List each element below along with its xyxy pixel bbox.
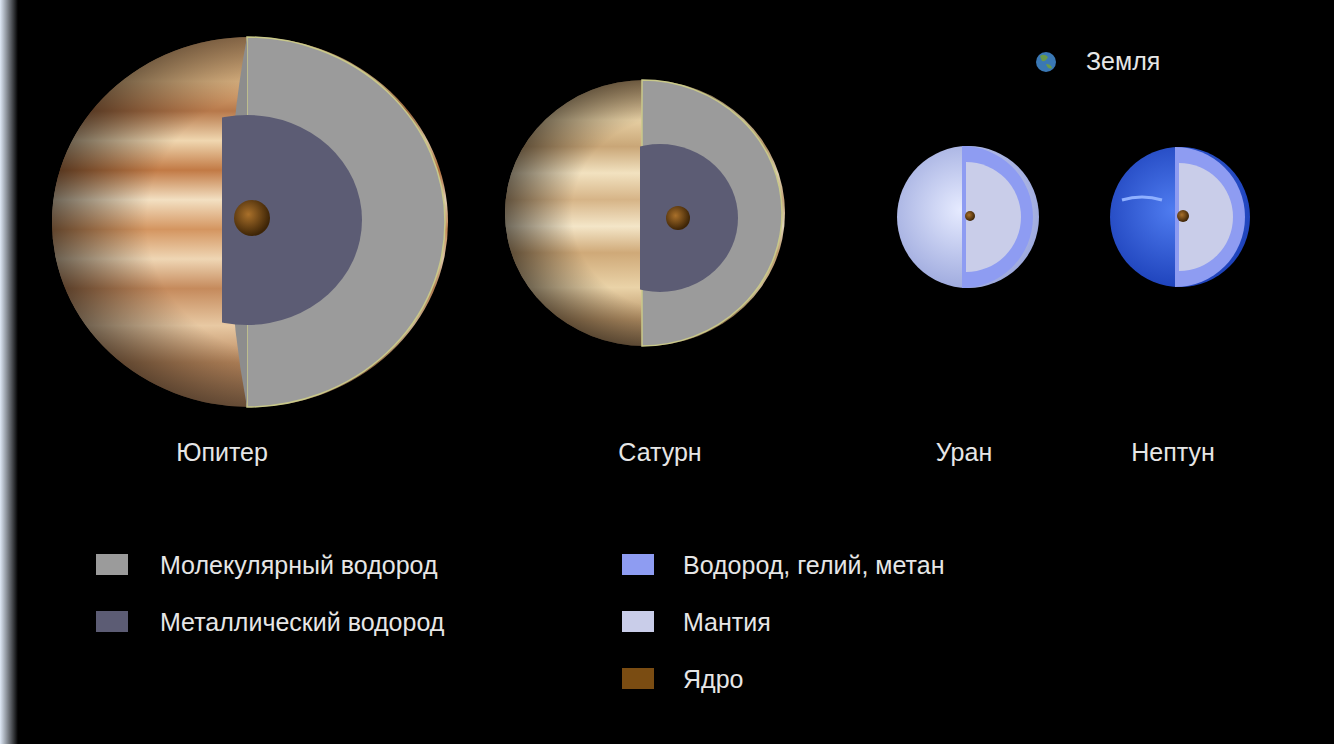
uranus-figure xyxy=(897,146,1039,288)
planet-label: Юпитер xyxy=(176,437,268,467)
legend-text: Водород, гелий, метан xyxy=(683,550,944,580)
planet-label: Нептун xyxy=(1131,437,1215,467)
slide-frame xyxy=(0,0,18,744)
planet-label: Сатурн xyxy=(618,437,701,467)
jupiter-figure xyxy=(52,37,448,407)
legend-text: Металлический водород xyxy=(160,607,444,637)
planet-label: Уран xyxy=(936,437,992,467)
legend-swatch xyxy=(622,611,654,632)
legend-text: Молекулярный водород xyxy=(160,550,438,580)
legend-swatch xyxy=(622,668,654,689)
legend-swatch xyxy=(622,554,654,575)
legend-swatch xyxy=(96,554,128,575)
legend-swatch xyxy=(96,611,128,632)
legend-text: Ядро xyxy=(683,664,743,694)
legend-text: Мантия xyxy=(683,607,771,637)
planet-label: Земля xyxy=(1086,46,1160,76)
earth-figure xyxy=(1036,52,1056,72)
saturn-figure xyxy=(505,80,785,346)
neptune-figure xyxy=(1110,147,1250,287)
